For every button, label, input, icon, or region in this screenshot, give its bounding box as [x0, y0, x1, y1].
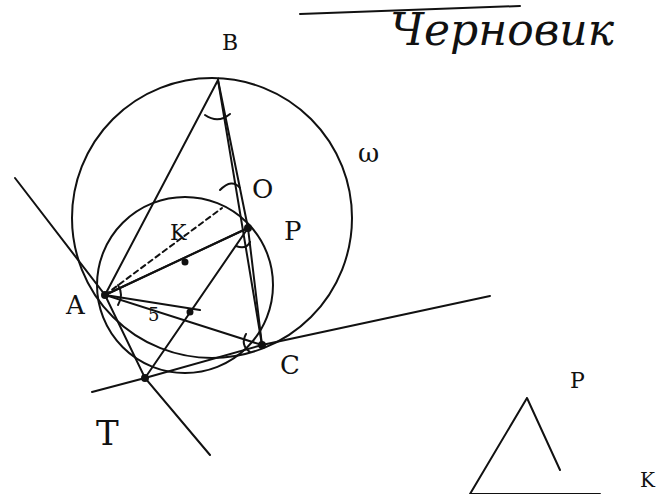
point-label: O [252, 176, 273, 202]
point-label: 5 [148, 306, 159, 324]
point-label: K [170, 222, 186, 244]
heading-note: Черновик [390, 8, 614, 52]
point-label: C [280, 352, 300, 378]
point-label: P [284, 218, 302, 244]
point-label: A [66, 292, 85, 318]
circle-label: ω [358, 140, 379, 166]
point-label: P [570, 370, 585, 392]
point-label: T [96, 416, 119, 450]
point-label: K [640, 470, 655, 490]
point-label: B [222, 32, 238, 54]
